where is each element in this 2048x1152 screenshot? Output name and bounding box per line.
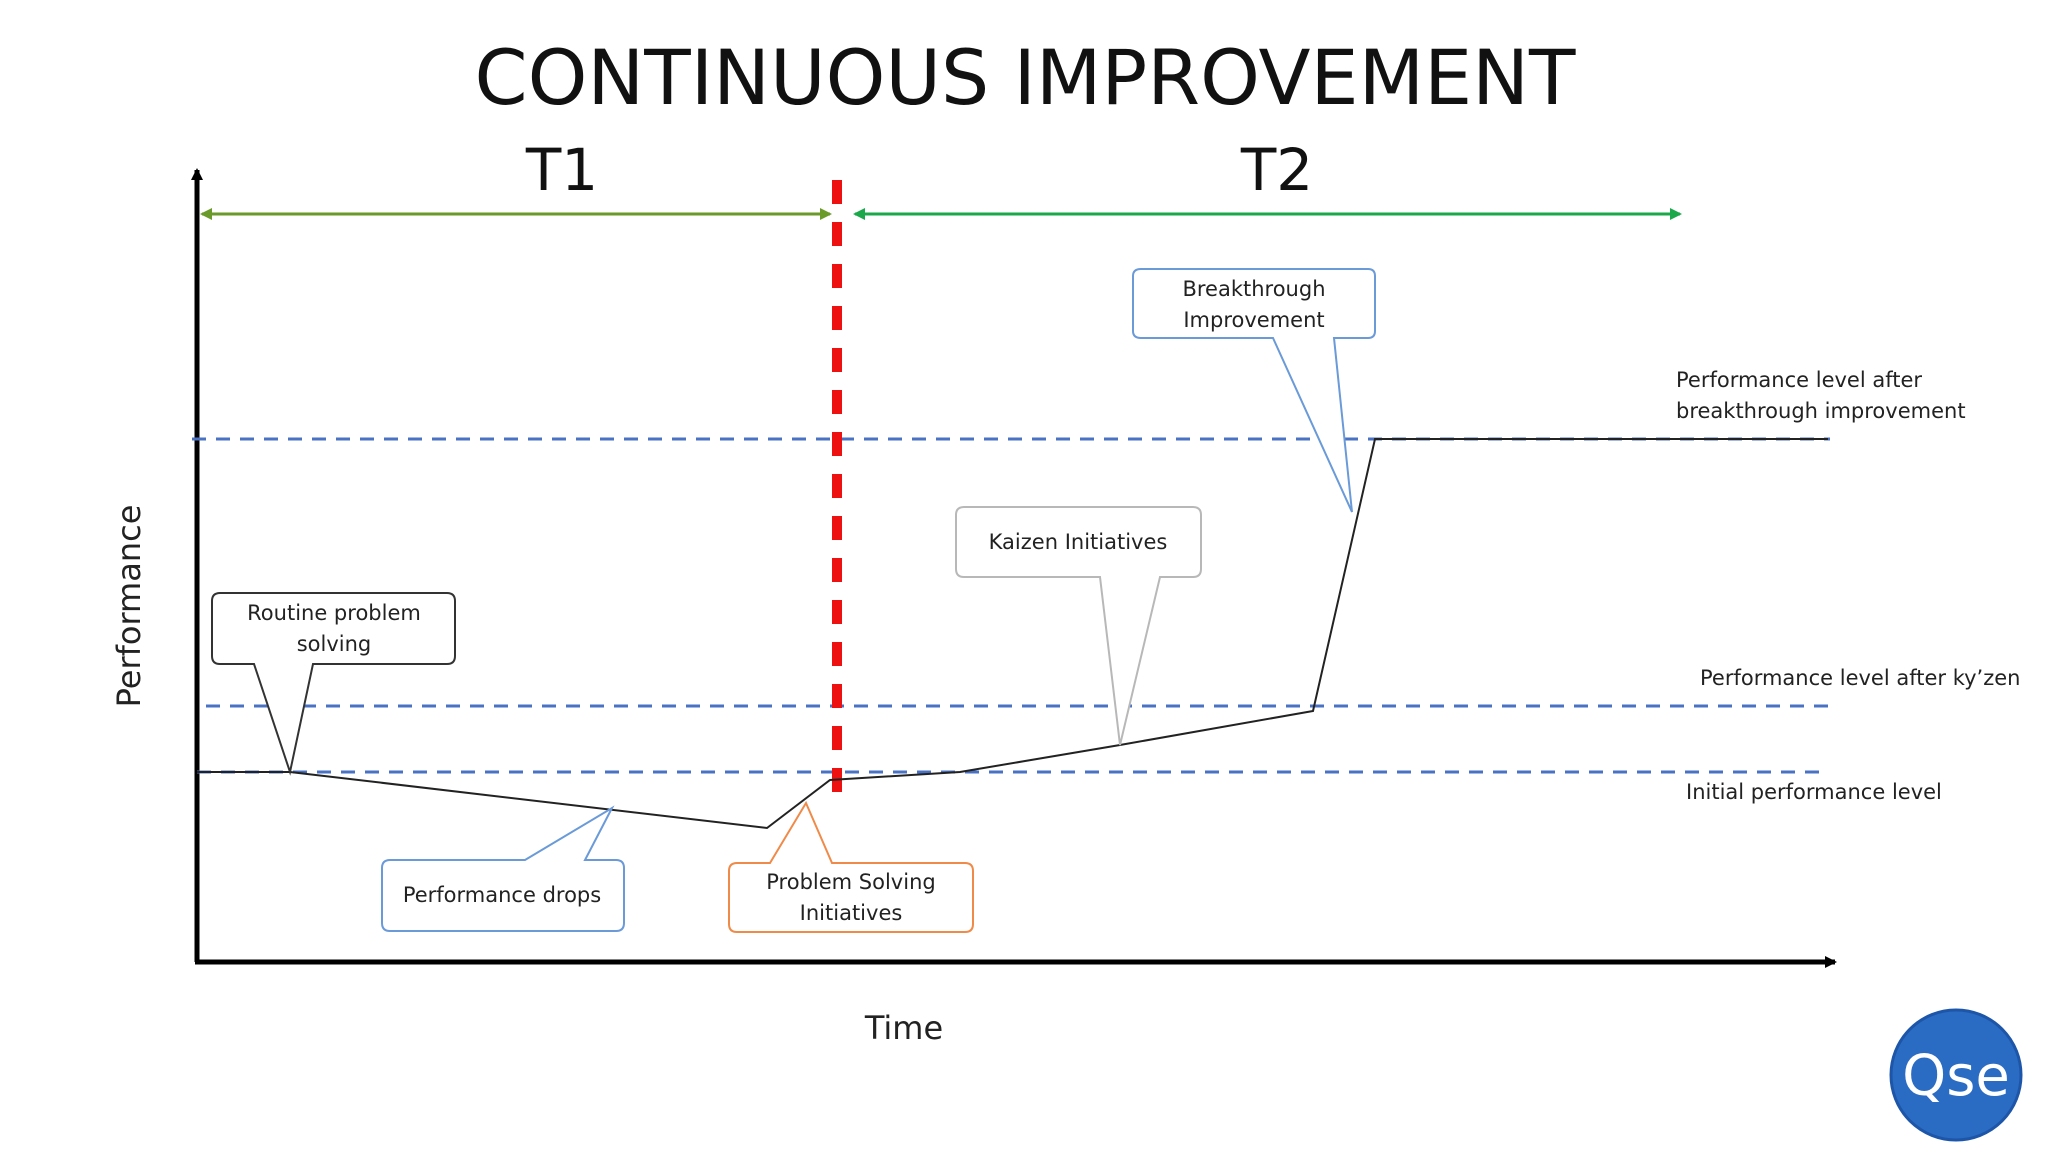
callout-breakthrough: Breakthrough Improvement — [1132, 268, 1376, 513]
callout-problem-solving-line2: Initiatives — [800, 901, 903, 925]
callout-breakthrough-line1: Breakthrough — [1182, 277, 1325, 301]
callout-breakthrough-shape — [1132, 268, 1376, 513]
kaizen-level-label: Performance level after ky’zen — [1700, 666, 2021, 690]
callout-routine-line1: Routine problem — [247, 601, 421, 625]
performance-curve — [197, 438, 1828, 830]
callout-drops-text: Performance drops — [403, 883, 601, 907]
y-axis-label: Performance — [110, 505, 148, 708]
callout-breakthrough-line2: Improvement — [1183, 308, 1324, 332]
qse-logo-circle — [1889, 1008, 2023, 1142]
callout-kaizen-shape — [955, 506, 1202, 746]
callout-routine: Routine problem solving — [211, 592, 456, 776]
x-axis-label: Time — [864, 1009, 943, 1047]
page-title: CONTINUOUS IMPROVEMENT — [475, 33, 1576, 122]
callout-problem-solving-line1: Problem Solving — [766, 870, 935, 894]
qse-logo-text: Qse — [1902, 1044, 2010, 1109]
period-label-t2: T2 — [1240, 136, 1313, 204]
breakthrough-level-label-line2: breakthrough improvement — [1676, 399, 1966, 423]
callout-kaizen-text: Kaizen Initiatives — [989, 530, 1168, 554]
qse-logo: Qse — [1889, 1008, 2023, 1142]
period-label-t1: T1 — [525, 136, 598, 204]
callout-drops: Performance drops — [381, 805, 625, 932]
callout-routine-shape — [211, 592, 456, 776]
callout-routine-line2: solving — [297, 632, 372, 656]
breakthrough-level-label-line1: Performance level after — [1676, 368, 1922, 392]
initial-level-label: Initial performance level — [1686, 780, 1942, 804]
callout-kaizen: Kaizen Initiatives — [955, 506, 1202, 746]
callout-drops-shape — [381, 805, 625, 932]
callout-problem-solving-shape — [728, 800, 974, 933]
callout-problem-solving: Problem Solving Initiatives — [728, 800, 974, 933]
